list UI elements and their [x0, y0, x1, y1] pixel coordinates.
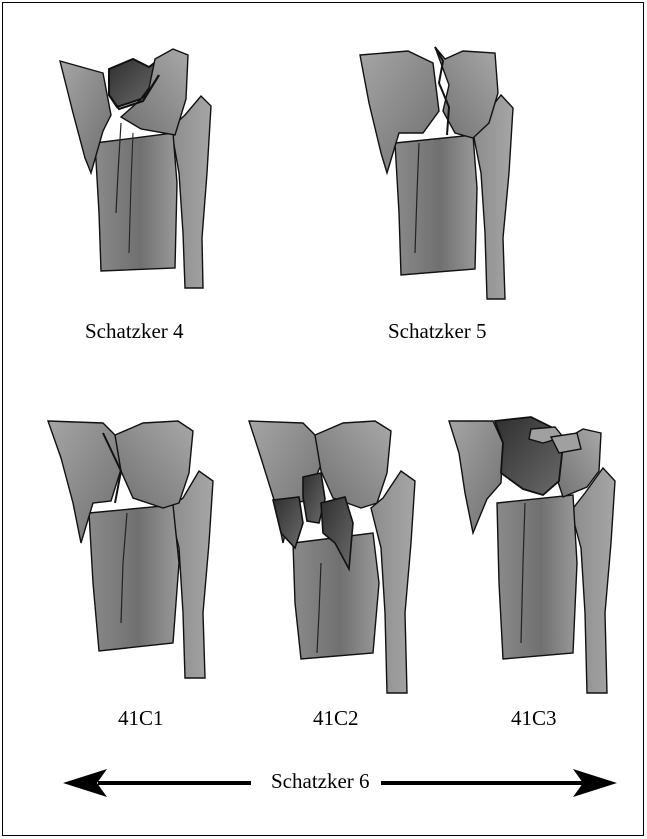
label-41c2: 41C2: [313, 706, 359, 731]
tibia-shaft: [497, 495, 577, 659]
fibula: [571, 468, 615, 693]
label-schatzker-4: Schatzker 4: [85, 319, 184, 344]
schatzker-4-figure: [60, 49, 211, 288]
label-41c3: 41C3: [511, 706, 557, 731]
tibia-shaft: [89, 505, 179, 651]
schatzker-5-figure: [360, 47, 513, 299]
medial-plateau: [435, 47, 498, 138]
lateral-plateau: [449, 421, 503, 533]
tibia-shaft: [95, 133, 177, 271]
medial-plateau: [115, 421, 193, 508]
label-41c1: 41C1: [118, 706, 164, 731]
tibia-shaft: [395, 135, 477, 275]
41c1-figure: [48, 421, 213, 678]
label-schatzker-6: Schatzker 6: [271, 769, 370, 794]
41c2-figure: [249, 421, 415, 693]
label-schatzker-5: Schatzker 5: [388, 319, 487, 344]
tibia-shaft: [293, 533, 379, 659]
41c3-figure: [449, 417, 615, 693]
medial-plateau: [315, 421, 391, 508]
metaphyseal-fragment-1: [273, 497, 303, 548]
